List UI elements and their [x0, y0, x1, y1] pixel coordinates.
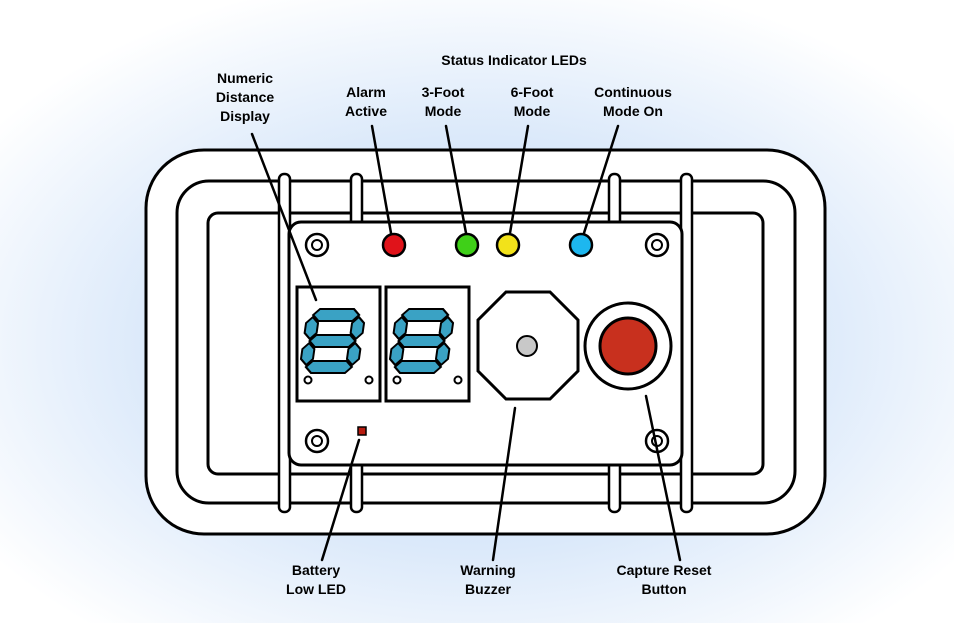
seg-f: [392, 315, 409, 341]
six-foot-mode-led: [495, 232, 521, 258]
screw-bottom-left: [304, 428, 330, 454]
numeric-display-label: Numeric Distance Display: [215, 70, 275, 124]
callout-lines: [250, 124, 682, 562]
alarm-active-label: Alarm Active: [344, 84, 388, 119]
six-foot-mode-label: 6-Foot Mode: [510, 84, 554, 119]
seg-g: [308, 334, 357, 348]
seg-f: [303, 315, 320, 341]
decimal-point: [303, 375, 313, 385]
capture-reset-button[interactable]: [598, 316, 658, 376]
capture-reset-label: Capture Reset Button: [616, 562, 712, 597]
decimal-point: [453, 375, 463, 385]
three-foot-mode-label: 3-Foot Mode: [421, 84, 465, 119]
continuous-mode-led: [568, 232, 594, 258]
numeric-distance-display: [295, 285, 471, 403]
status-leds-title: Status Indicator LEDs: [441, 52, 587, 68]
decimal-point: [392, 375, 402, 385]
seg-c: [345, 341, 362, 367]
decimal-point: [364, 375, 374, 385]
seg-a: [400, 308, 450, 322]
alarm-active-led: [381, 232, 407, 258]
screw-top-right: [644, 232, 670, 258]
buzzer-center: [516, 335, 538, 357]
screw-top-left: [304, 232, 330, 258]
digit-right: [388, 308, 455, 374]
three-foot-mode-led: [454, 232, 480, 258]
seg-d: [304, 360, 354, 374]
battery-low-led: [357, 426, 367, 436]
seg-a: [311, 308, 361, 322]
seg-d: [393, 360, 443, 374]
seg-g: [397, 334, 446, 348]
warning-buzzer-label: Warning Buzzer: [460, 562, 516, 597]
seg-e: [388, 341, 405, 367]
digit-left: [299, 308, 366, 374]
seg-b: [349, 315, 366, 341]
continuous-mode-label: Continuous Mode On: [594, 84, 672, 119]
seg-b: [438, 315, 455, 341]
seg-c: [434, 341, 451, 367]
seg-e: [299, 341, 316, 367]
battery-low-label: Battery Low LED: [286, 562, 346, 597]
